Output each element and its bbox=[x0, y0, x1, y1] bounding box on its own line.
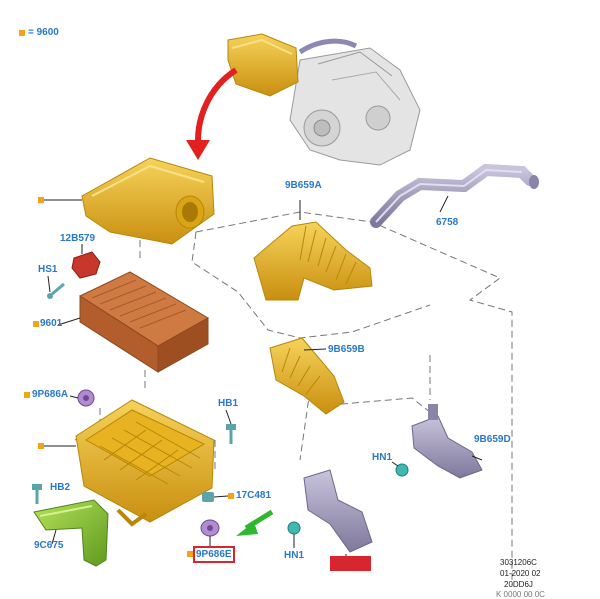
label-9601: 9601 bbox=[40, 318, 63, 329]
hose-9b659b bbox=[269, 337, 345, 415]
reference-line-4: K 0000 00 0C bbox=[496, 590, 545, 599]
air-cleaner-housing bbox=[75, 399, 215, 527]
housing-marker bbox=[38, 443, 44, 449]
engine bbox=[289, 38, 421, 166]
reference-line-2: 01-2020 02 bbox=[500, 569, 541, 578]
label-hn1-lower: HN1 bbox=[284, 550, 305, 561]
cover-marker bbox=[38, 197, 44, 203]
legend-label: = 9600 bbox=[28, 27, 59, 38]
red-arrow bbox=[186, 67, 238, 160]
grommet-9p686a bbox=[77, 389, 95, 407]
label-9b659d: 9B659D bbox=[474, 434, 511, 445]
intake-duct-9c675 bbox=[33, 499, 109, 567]
nut-marker bbox=[228, 493, 234, 499]
hose-9b659a bbox=[253, 221, 373, 301]
label-hb1: HB1 bbox=[218, 398, 239, 409]
legend-part-number: 9600 bbox=[36, 27, 59, 38]
air-cleaner-cover bbox=[81, 157, 215, 245]
label-17c481: 17C481 bbox=[236, 490, 272, 501]
highlight-marker bbox=[187, 551, 193, 557]
label-9b659a: 9B659A bbox=[285, 180, 322, 191]
reference-line-1: 3031206C bbox=[500, 558, 537, 567]
air-filter-element bbox=[78, 271, 210, 373]
bolt-hb1 bbox=[226, 424, 236, 444]
label-9b659b: 9B659B bbox=[328, 344, 365, 355]
label-9p686e: 9P686E bbox=[193, 546, 235, 563]
legend-marker bbox=[19, 30, 25, 36]
screw-hs1 bbox=[47, 282, 65, 299]
label-hn1-upper: HN1 bbox=[372, 452, 393, 463]
nut-hn1-upper bbox=[395, 463, 409, 477]
filter-marker bbox=[33, 321, 39, 327]
hose-9b659d bbox=[411, 404, 483, 479]
label-hb2: HB2 bbox=[50, 482, 71, 493]
nut-17c481 bbox=[202, 492, 214, 502]
nut-hn1-lower bbox=[287, 521, 301, 535]
label-hs1: HS1 bbox=[38, 264, 58, 275]
label-9p686a: 9P686A bbox=[32, 389, 69, 400]
reference-line-3: 20DD6J bbox=[504, 580, 533, 589]
label-6758: 6758 bbox=[436, 217, 459, 228]
sensor-12b579 bbox=[71, 251, 101, 279]
green-arrow bbox=[236, 509, 274, 536]
grommet-9p686e bbox=[200, 519, 220, 537]
label-9c675: 9C675 bbox=[34, 540, 64, 551]
bolt-hb2 bbox=[32, 484, 42, 504]
grommet-a-marker bbox=[24, 392, 30, 398]
label-9b659c-obscured: 9B659C bbox=[330, 556, 371, 571]
hose-9b659c bbox=[303, 469, 373, 553]
airbox-on-engine bbox=[227, 33, 299, 97]
label-12b579: 12B579 bbox=[60, 233, 96, 244]
tube-6758 bbox=[370, 163, 539, 228]
